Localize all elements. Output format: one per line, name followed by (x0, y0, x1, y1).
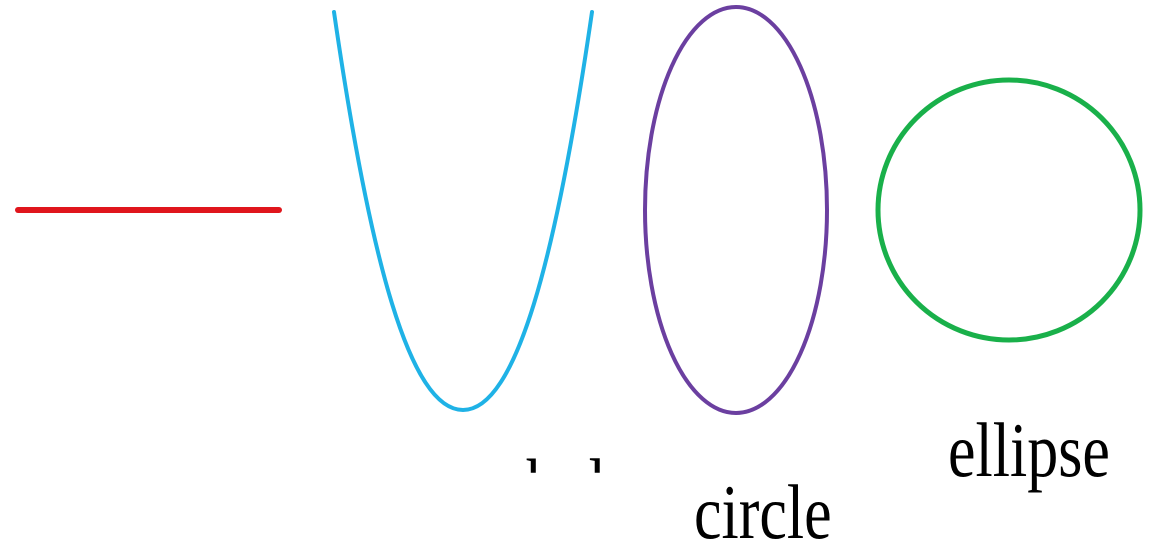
circle-label: circle (694, 470, 832, 551)
ellipse-shape (875, 77, 1143, 343)
ellipse-label: ellipse (948, 408, 1110, 494)
parabola-label: parabola (420, 444, 634, 530)
parabola-shape (332, 10, 594, 413)
circle-shape (643, 5, 829, 415)
